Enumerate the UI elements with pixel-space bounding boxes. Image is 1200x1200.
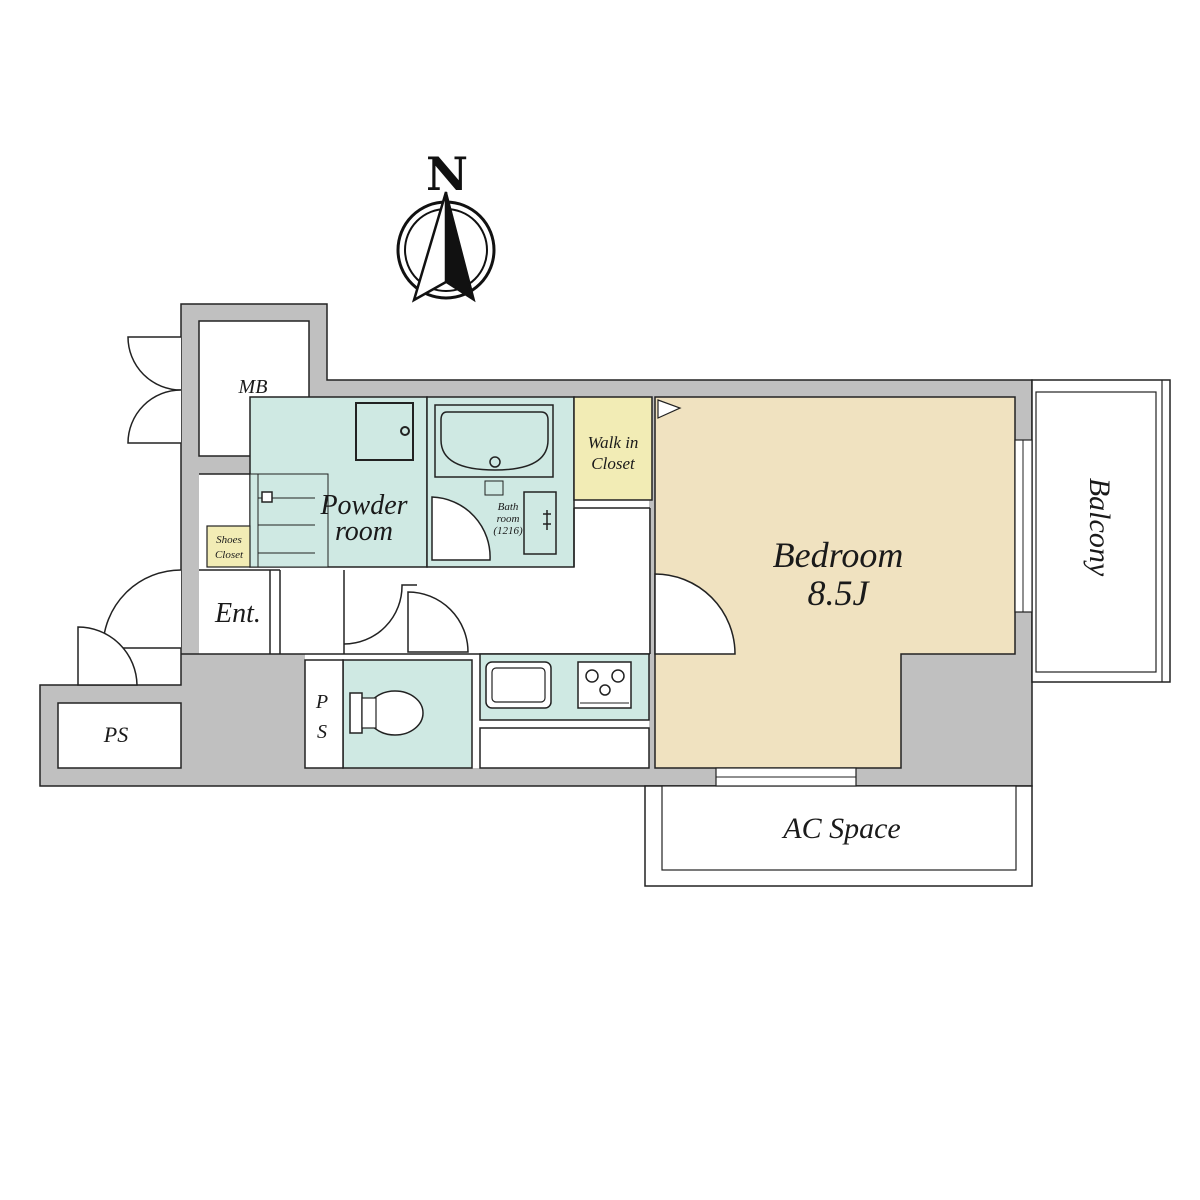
label-bedroom-line1: Bedroom — [773, 535, 904, 575]
label-bath-line3: (1216) — [493, 525, 523, 537]
label-ps-inner-1: P — [315, 691, 328, 713]
label-ps-inner-2: S — [317, 721, 327, 743]
kitchen — [479, 653, 650, 769]
label-wic-line2: Closet — [591, 454, 636, 473]
bathtub-basin — [440, 411, 549, 471]
compass-needle-right — [445, 191, 476, 303]
vanity-sink-icon — [261, 491, 273, 503]
bath-door-swing — [431, 496, 491, 561]
room-bedroom: Bedroom 8.5J — [654, 396, 1016, 769]
kitchen-sink-icon — [485, 661, 552, 709]
label-ps-outer: PS — [103, 722, 128, 747]
room-shoes-closet: Shoes Closet — [206, 525, 251, 568]
mb-doors — [127, 336, 182, 444]
label-bedroom-line2: 8.5J — [808, 573, 871, 613]
label-balcony: Balcony — [1083, 478, 1116, 577]
label-bath-line1: Bath — [498, 501, 519, 513]
entrance-door-swing — [102, 569, 182, 649]
room-powder: Powder room — [249, 396, 428, 568]
room-bath: Bath room (1216) — [426, 396, 575, 568]
room-walk-in-closet: Walk in Closet — [573, 396, 653, 501]
room-balcony: Balcony — [1014, 379, 1171, 683]
north-compass: N — [396, 147, 496, 303]
washer-drain-icon — [400, 426, 410, 436]
compass-needle-left — [411, 191, 448, 303]
room-ps-outer: PS — [57, 626, 182, 769]
label-powder-line1: Powder — [319, 490, 407, 521]
powder-door-swing — [343, 584, 417, 645]
label-ac-space: AC Space — [781, 812, 900, 845]
toilet-tank-icon — [349, 692, 363, 734]
label-bath-line2: room — [497, 513, 520, 525]
label-shoes-line2: Closet — [215, 549, 244, 561]
closet-door-marker — [657, 399, 682, 419]
ps-door-swing — [77, 626, 138, 686]
label-wic-line1: Walk in — [588, 433, 639, 452]
room-entrance: Ent. — [102, 569, 469, 653]
washer-icon — [355, 402, 414, 461]
room-ps-inner: P S — [304, 659, 344, 769]
room-ac-space: AC Space — [644, 767, 1033, 887]
shower-faucet-icon — [543, 510, 551, 530]
room-toilet — [342, 659, 473, 769]
bathtub-icon — [434, 404, 554, 478]
label-mb: MB — [238, 376, 268, 398]
label-shoes-line1: Shoes — [216, 534, 242, 546]
label-entrance: Ent. — [214, 598, 261, 629]
bedroom-door-swing — [654, 573, 736, 655]
toilet-door-swing — [407, 591, 469, 653]
label-powder-line2: room — [335, 516, 393, 547]
